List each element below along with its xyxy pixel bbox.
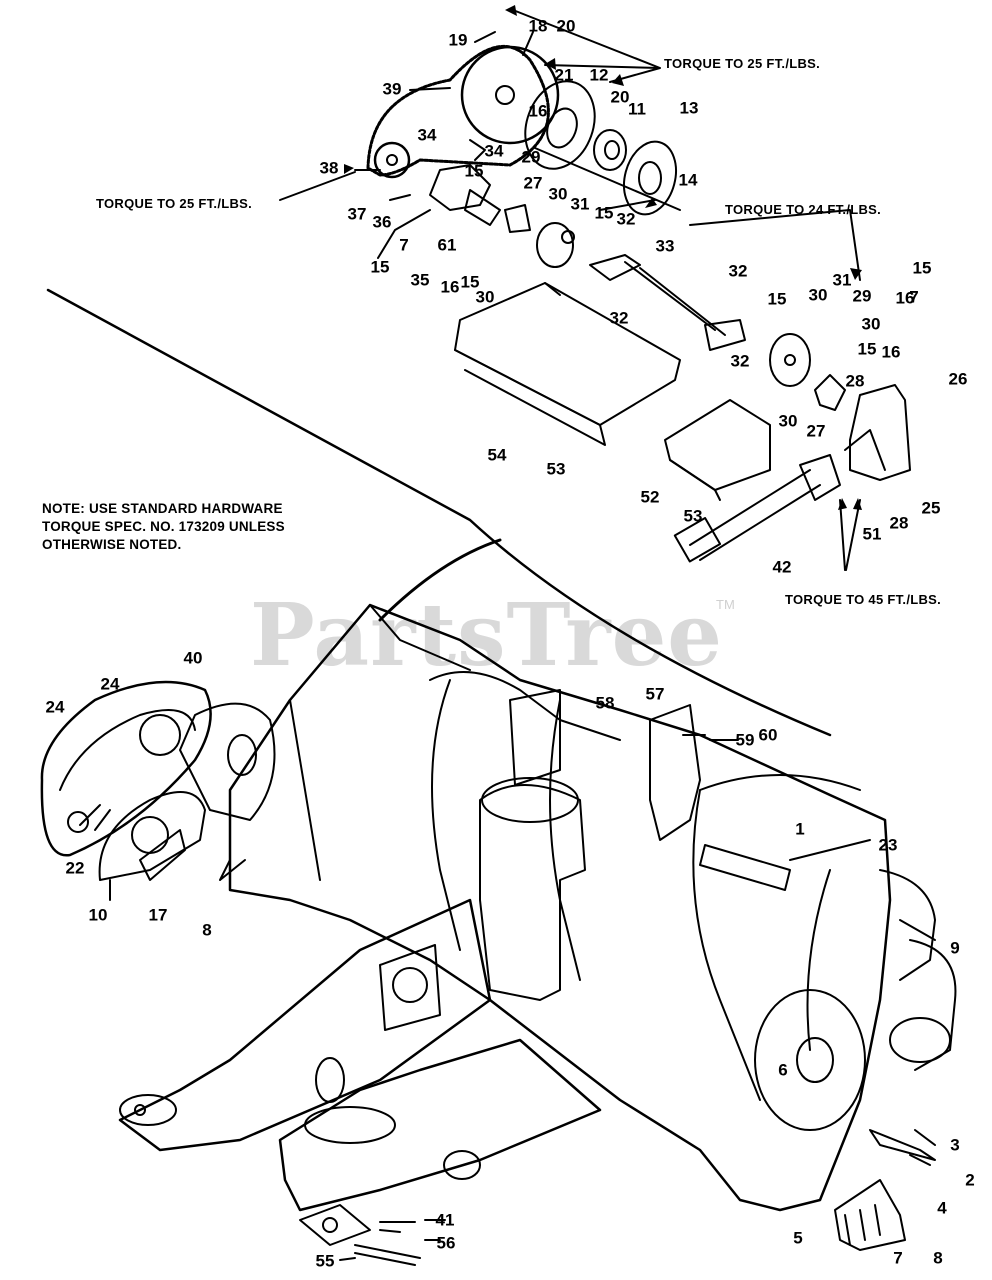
part-callout-12: 12 — [589, 65, 609, 85]
part-callout-57: 57 — [645, 684, 665, 704]
part-callout-34: 34 — [484, 141, 504, 161]
part-callout-15: 15 — [460, 272, 480, 292]
torque-note: TORQUE TO 45 FT./LBS. — [785, 592, 942, 607]
part-callout-53: 53 — [683, 506, 703, 526]
torque-note: TORQUE TO 24 FT./LBS. — [725, 202, 882, 217]
part-callout-15: 15 — [767, 289, 787, 309]
part-callout-61: 61 — [437, 235, 457, 255]
part-callout-24: 24 — [45, 697, 65, 717]
part-callout-32: 32 — [616, 209, 636, 229]
watermark: PartsTree — [250, 585, 724, 686]
part-callout-34: 34 — [417, 125, 437, 145]
part-callout-39: 39 — [382, 79, 402, 99]
part-callout-18: 18 — [528, 16, 548, 36]
torque-note: TORQUE TO 25 FT./LBS. — [664, 56, 821, 71]
part-callout-20: 20 — [610, 87, 630, 107]
part-callout-25: 25 — [921, 498, 941, 518]
part-callout-33: 33 — [655, 236, 675, 256]
part-callout-38: 38 — [319, 158, 339, 178]
part-callout-15: 15 — [857, 339, 877, 359]
part-callout-27: 27 — [806, 421, 826, 441]
part-callout-3: 3 — [950, 1135, 960, 1155]
part-callout-19: 19 — [448, 30, 468, 50]
part-callout-51: 51 — [862, 524, 882, 544]
part-callout-13: 13 — [679, 98, 699, 118]
part-callout-9: 9 — [950, 938, 960, 958]
part-callout-31: 31 — [832, 270, 852, 290]
part-callout-16: 16 — [881, 342, 901, 362]
part-callout-41: 41 — [435, 1210, 455, 1230]
part-callout-7: 7 — [893, 1248, 903, 1268]
part-callout-26: 26 — [948, 369, 968, 389]
note-line: NOTE: USE STANDARD HARDWARE — [42, 501, 283, 516]
torque-note: TORQUE TO 25 FT./LBS. — [96, 196, 253, 211]
part-callout-30: 30 — [778, 411, 798, 431]
part-callout-16: 16 — [895, 288, 915, 308]
part-callout-37: 37 — [347, 204, 367, 224]
part-callout-10: 10 — [88, 905, 108, 925]
part-callout-29: 29 — [521, 147, 541, 167]
part-callout-54: 54 — [487, 445, 507, 465]
part-callout-27: 27 — [523, 173, 543, 193]
part-callout-6: 6 — [778, 1060, 788, 1080]
part-callout-16: 16 — [528, 101, 548, 121]
part-callout-60: 60 — [758, 725, 778, 745]
part-callout-8: 8 — [933, 1248, 943, 1268]
part-callout-5: 5 — [793, 1228, 803, 1248]
part-callout-21: 21 — [554, 65, 574, 85]
part-callout-8: 8 — [202, 920, 212, 940]
note-line: TORQUE SPEC. NO. 173209 UNLESS — [42, 519, 285, 534]
part-callout-24: 24 — [100, 674, 120, 694]
part-callout-15: 15 — [594, 203, 614, 223]
part-callout-15: 15 — [912, 258, 932, 278]
part-callout-11: 11 — [628, 99, 646, 119]
part-callout-32: 32 — [609, 308, 629, 328]
part-callout-30: 30 — [548, 184, 568, 204]
watermark-trademark: TM — [716, 597, 735, 612]
part-callout-23: 23 — [878, 835, 898, 855]
part-callout-40: 40 — [183, 648, 203, 668]
part-callout-36: 36 — [372, 212, 392, 232]
part-callout-4: 4 — [937, 1198, 947, 1218]
part-callout-29: 29 — [852, 286, 872, 306]
part-callout-17: 17 — [148, 905, 168, 925]
part-callout-22: 22 — [65, 858, 85, 878]
part-callout-20: 20 — [556, 16, 576, 36]
part-callout-15: 15 — [464, 161, 484, 181]
part-callout-32: 32 — [730, 351, 750, 371]
part-callout-28: 28 — [845, 371, 865, 391]
part-callout-32: 32 — [728, 261, 748, 281]
part-callout-56: 56 — [436, 1233, 456, 1253]
part-callout-58: 58 — [595, 693, 615, 713]
part-callout-31: 31 — [570, 194, 590, 214]
note-line: OTHERWISE NOTED. — [42, 537, 182, 552]
part-callout-2: 2 — [965, 1170, 975, 1190]
part-callout-7: 7 — [399, 235, 409, 255]
part-callout-14: 14 — [678, 170, 698, 190]
part-callout-42: 42 — [772, 557, 792, 577]
part-callout-52: 52 — [640, 487, 660, 507]
part-callout-30: 30 — [475, 287, 495, 307]
part-callout-15: 15 — [370, 257, 390, 277]
part-callout-35: 35 — [410, 270, 430, 290]
part-callout-28: 28 — [889, 513, 909, 533]
part-callout-53: 53 — [546, 459, 566, 479]
part-callout-16: 16 — [440, 277, 460, 297]
part-callout-59: 59 — [735, 730, 755, 750]
hardware-note: NOTE: USE STANDARD HARDWARE TORQUE SPEC.… — [42, 500, 285, 554]
part-callout-30: 30 — [861, 314, 881, 334]
part-callout-30: 30 — [808, 285, 828, 305]
part-callout-55: 55 — [315, 1251, 335, 1271]
part-callout-7: 7 — [909, 287, 919, 307]
part-callout-1: 1 — [795, 819, 805, 839]
